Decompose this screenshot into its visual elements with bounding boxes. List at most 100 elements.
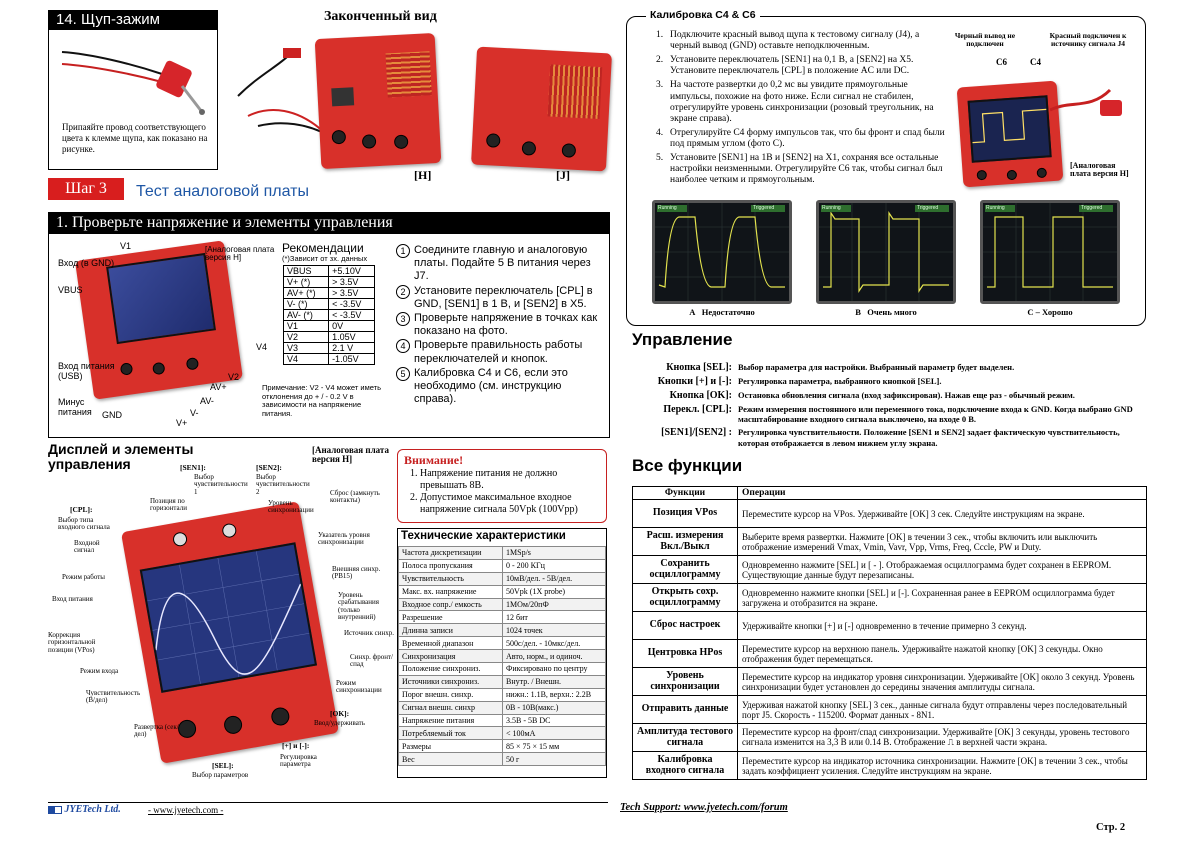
warning-title: Внимание! — [404, 453, 464, 467]
spec-value: 3.5В - 5В DC — [502, 713, 606, 728]
label-vplus: V+ — [176, 418, 188, 428]
footer-brand-name: JYETech Ltd. — [64, 804, 121, 815]
function-operation: Переместите курсор на индикатор источник… — [737, 751, 1147, 780]
spec-row: Источники синхрониз.Внутр. / Внешн. — [398, 674, 606, 689]
spec-param: Положение синхрониз. — [398, 662, 503, 676]
step-text: Проверьте правильность работы переключат… — [414, 339, 583, 365]
spec-param: Источники синхрониз. — [398, 674, 503, 689]
calib-red-label: Красный подключен к источнику сигнала J4 — [1049, 31, 1127, 48]
step-text: Соедините главную и аналоговую платы. По… — [414, 244, 591, 283]
callout-sens: Чувствительность (В/дел) — [86, 689, 141, 705]
spec-param: Синхронизация — [398, 649, 503, 664]
callout-plusminus: [+] и [-]: — [282, 741, 310, 750]
callout-mode: Режим работы — [62, 573, 106, 581]
step-number: 2 — [396, 284, 410, 299]
calib-steps: 1.Подключите красный вывод щупа к тестов… — [656, 30, 946, 189]
rec-row: V+ (*)> 3.5V — [282, 276, 375, 288]
scope-b-wave — [819, 203, 953, 301]
function-name: Сброс настроек — [632, 611, 738, 640]
rec-value: +5.10V — [328, 265, 375, 277]
callout-sen1: [SEN1]: — [180, 463, 206, 472]
callout-trig-src: Источник синхр. — [344, 629, 394, 637]
specs-title: Технические характеристики — [401, 530, 566, 542]
spec-param: Разрешение — [398, 610, 503, 625]
spec-value: 10мВ/дел. - 5В/дел. — [502, 571, 606, 586]
control-row: Кнопка [SEL]:Выбор параметра для настрой… — [632, 362, 1147, 373]
spec-param: Длинна записи — [398, 623, 503, 638]
col-op: Операции — [737, 486, 1147, 500]
function-operation: Одновременно нажмите [SEL] и [ - ]. Отоб… — [737, 555, 1147, 584]
label-avminus: AV- — [200, 396, 214, 406]
callout-ok-desc: Ввод/удерживать — [314, 719, 365, 727]
calib-step-number: 2. — [656, 55, 664, 66]
scope-b-caption: B Очень много — [816, 307, 956, 317]
board-j-image — [471, 46, 612, 172]
callout-vpos: Коррекция горизонтальной позиции (VPos) — [48, 631, 96, 654]
control-title: Управление — [632, 330, 733, 349]
spec-param: Входное сопр./ емкость — [398, 597, 503, 612]
rec-note: Примечание: V2 - V4 может иметь отклонен… — [262, 383, 381, 418]
label-input-gnd: Вход (в GND) — [58, 258, 115, 268]
spec-value: 0В - 10В(макс.) — [502, 700, 606, 715]
control-key: [SEN1]/[SEN2] : — [661, 427, 732, 439]
check-title: 1. Проверьте напряжение и элементы управ… — [48, 212, 610, 234]
rec-value: < -3.5V — [328, 298, 375, 310]
spec-param: Временной диапазон — [398, 636, 503, 651]
spec-value: Внутр. / Внешн. — [502, 674, 606, 689]
rec-value: -1.05V — [328, 353, 375, 365]
footer-site[interactable]: - www.jyetech.com - — [148, 805, 224, 815]
calib-frame — [626, 16, 1146, 326]
step-number: 1 — [396, 244, 410, 258]
rec-point: VBUS — [282, 265, 330, 277]
calib-black-label: Черный вывод не подключен — [954, 31, 1016, 48]
callout-reset: Сброс (замкнуть контакты) — [330, 489, 380, 505]
label-v2: V2 — [228, 372, 240, 382]
spec-value: 50Vpk (1X probe) — [502, 584, 606, 599]
function-name: Сохранить осциллограмму — [632, 555, 738, 584]
board-h-image — [314, 32, 442, 170]
spec-row: Потребляемый ток< 100мА — [398, 726, 606, 741]
callout-input-sig: Входной сигнал — [74, 539, 100, 555]
label-j: [J] — [556, 168, 570, 182]
callout-power: Вход питания — [52, 595, 93, 603]
brand-logo-icon — [48, 805, 62, 814]
calib-step-text: Подключите красный вывод щупа к тестовом… — [670, 30, 920, 52]
scope-c: Running Triggered — [980, 200, 1120, 304]
callout-hpos: Позиция по горизонтали — [150, 497, 187, 513]
function-operation: Выберите время развертки. Нажмите [OK] в… — [737, 527, 1147, 556]
probe-on-board — [1050, 88, 1122, 116]
scope-b-letter: B — [855, 307, 861, 317]
step-3-badge: Шаг 3 — [48, 178, 124, 200]
callout-plusminus-desc: Регулировка параметра — [280, 753, 317, 769]
check-step: 1 Соедините главную и аналоговую платы. П… — [396, 244, 601, 284]
callout-cpl-desc: Выбор типа входного сигнала — [58, 516, 110, 532]
rec-point: V1 — [282, 320, 330, 332]
footer-support[interactable]: Tech Support: www.jyetech.com/forum — [620, 802, 788, 813]
calib-step: 4.Отрегулируйте C4 форму импульсов так, … — [656, 128, 946, 150]
spec-param: Чувствительность — [398, 571, 503, 586]
spec-value: 50 г — [502, 752, 606, 767]
display-title: Дисплей и элементы управления — [48, 441, 194, 472]
spec-param: Порог внешн. синхр. — [398, 687, 503, 702]
rec-point: V3 — [282, 342, 330, 354]
calib-step-text: На частоте развертки до 0,2 мс вы увидит… — [670, 80, 934, 124]
calib-step-number: 3. — [656, 80, 664, 91]
spec-param: Напряжение питания — [398, 713, 503, 728]
callout-input-mode: Режим входа — [80, 667, 119, 675]
control-key: Кнопки [+] и [-]: — [657, 376, 732, 387]
step-3-title: Тест аналоговой платы — [136, 183, 309, 200]
callout-sync-mode: Режим синхронизации — [336, 679, 382, 695]
callout-sweep: Развертка (сек/дел) — [134, 723, 179, 739]
callout-ext-trig: Внешняя синхр. (PB15) — [332, 565, 381, 581]
scope-b: Running Triggered — [816, 200, 956, 304]
scope-a-trig: Triggered — [753, 205, 775, 211]
